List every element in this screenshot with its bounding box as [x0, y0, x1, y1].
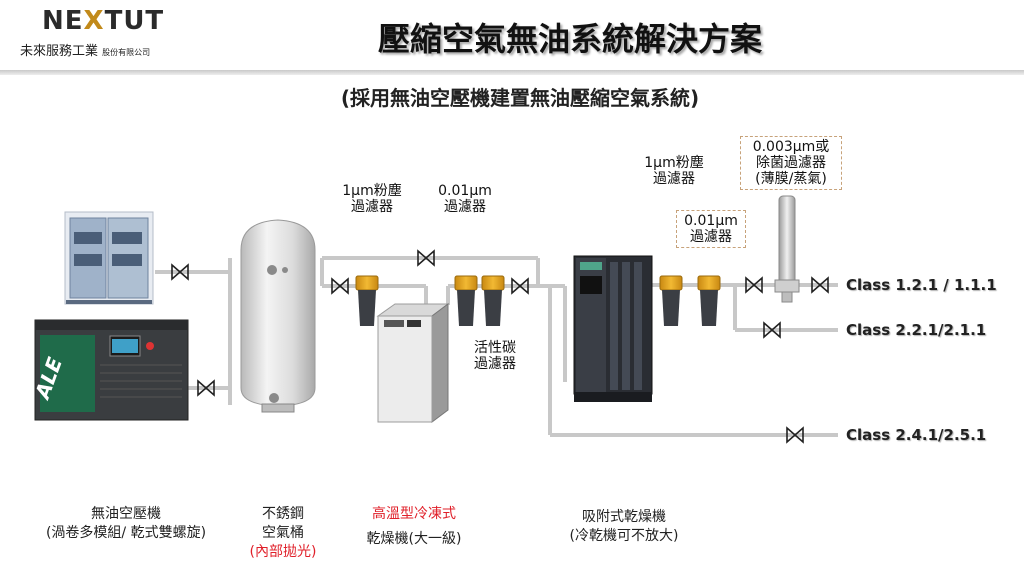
filter-label-1um-a: 1μm粉塵過濾器 [342, 183, 402, 215]
scroll-compressor-image [64, 211, 154, 305]
filter-label-1um-b: 1μm粉塵過濾器 [644, 155, 704, 187]
caption-tank: 不銹鋼空氣桶 (內部拋光) [249, 506, 317, 560]
caption-adsorption-dryer: 吸附式乾燥機(冷乾機可不放大) [569, 509, 679, 544]
output-class-c: Class 2.4.1/2.5.1 [846, 426, 987, 444]
header-divider [0, 70, 1024, 75]
company-name: 未來服務工業 股份有限公司 [20, 44, 151, 59]
adsorption-dryer-image [573, 255, 653, 402]
page-title: 壓縮空氣無油系統解決方案 [377, 20, 762, 58]
caption-compressor: 無油空壓機(渦卷多模組/ 乾式雙螺旋) [45, 506, 207, 541]
valve-icon [171, 249, 829, 444]
filter-label-sterile: 0.003μm或除菌過濾器(薄膜/蒸氣) [740, 136, 842, 190]
filter-icon [355, 275, 721, 326]
screw-compressor-image [34, 319, 189, 421]
filter-label-carbon: 活性碳過濾器 [474, 340, 516, 372]
sterile-filter-image [774, 195, 800, 303]
page-subtitle: (採用無油空壓機建置無油壓縮空氣系統) [340, 86, 700, 110]
caption-refrigerated-dryer: 高溫型冷凍式乾燥機(大一級) [366, 506, 462, 547]
refrigerated-dryer-image [376, 303, 450, 423]
logo: NEXTUT [42, 6, 165, 36]
output-class-b: Class 2.2.1/2.1.1 [846, 321, 987, 339]
pipe-network [155, 256, 838, 437]
air-tank-image [240, 219, 316, 413]
output-class-a: Class 1.2.1 / 1.1.1 [846, 276, 997, 294]
